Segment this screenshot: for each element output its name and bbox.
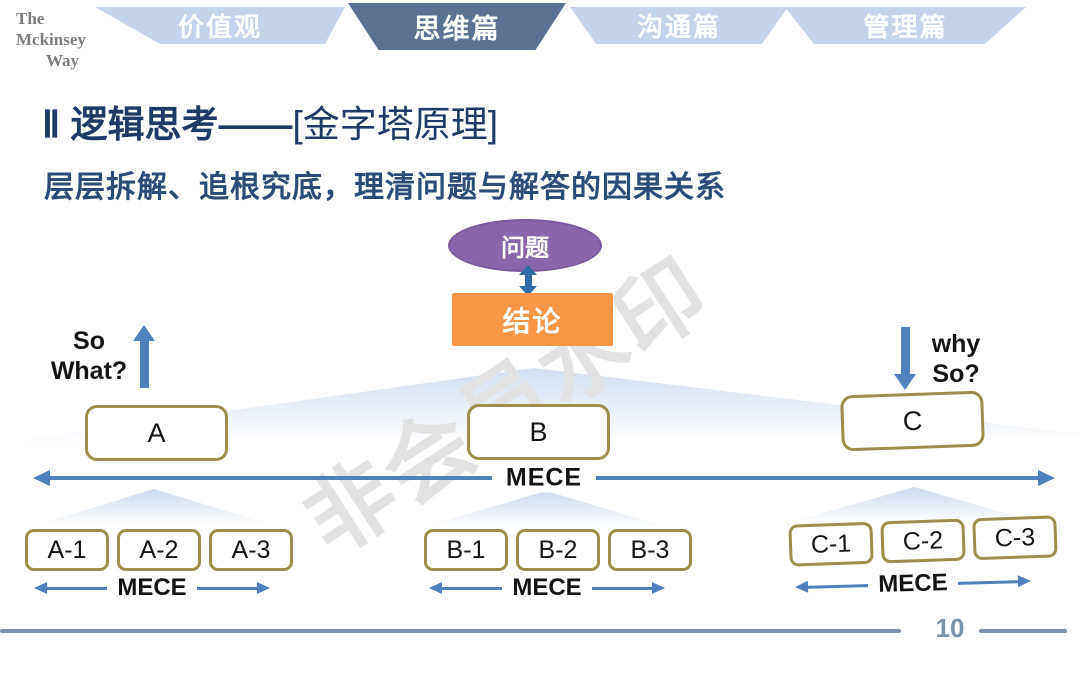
right-arrowhead-icon <box>1038 470 1055 486</box>
mece-c-left-arrow-icon <box>795 579 869 594</box>
why-so-down-arrow-icon <box>894 327 916 390</box>
mckinsey-way-logo: The Mckinsey Way <box>16 8 86 71</box>
tab-management[interactable]: 管理篇 <box>785 7 1026 44</box>
why-so-line2: So? <box>932 360 980 388</box>
mece-b-left-arrow-icon <box>429 582 503 594</box>
so-what-up-arrow-icon <box>133 325 155 388</box>
up-arrow-shaft <box>139 341 149 388</box>
mece-c-label: MECE <box>877 569 949 598</box>
box-b2-label: B-2 <box>538 535 578 564</box>
tab-values-label: 价值观 <box>177 12 262 42</box>
logo-line-3: Way <box>46 51 80 70</box>
pyramid-fan-b <box>421 491 671 528</box>
tab-thinking-label: 思维篇 <box>413 14 501 44</box>
page-title: Ⅱ 逻辑思考——[金字塔原理] <box>42 94 498 148</box>
mece-row-c: MECE <box>785 567 1042 602</box>
mece-row-a: MECE <box>28 574 276 602</box>
down-arrowhead-icon <box>894 374 916 390</box>
box-c2-label: C-2 <box>902 525 944 556</box>
tab-communication[interactable]: 沟通篇 <box>570 7 788 44</box>
box-a3: A-3 <box>209 529 293 571</box>
tab-communication-label: 沟通篇 <box>636 12 721 42</box>
tab-thinking-active[interactable]: 思维篇 <box>348 3 566 50</box>
mece-b-right-arrow-icon <box>591 582 665 594</box>
box-b: B <box>467 404 610 460</box>
mece-b-label: MECE <box>512 574 582 601</box>
box-a3-label: A-3 <box>231 535 271 564</box>
tab-values[interactable]: 价值观 <box>95 7 345 44</box>
page-title-main: Ⅱ 逻辑思考—— <box>42 104 293 145</box>
tab-management-label: 管理篇 <box>863 12 948 42</box>
group-a-boxes: A-1 A-2 A-3 <box>25 529 293 571</box>
box-b3: B-3 <box>608 529 692 571</box>
mece-row-b: MECE <box>421 574 673 602</box>
box-b1-label: B-1 <box>446 535 486 564</box>
arrow-shaft <box>524 275 532 286</box>
group-c-boxes: C-1 C-2 C-3 <box>788 515 1058 567</box>
so-what-label: So What? <box>43 326 135 386</box>
group-b-boxes: B-1 B-2 B-3 <box>424 529 692 571</box>
mece-main-arrow: MECE <box>33 463 1055 493</box>
box-c-label: C <box>902 405 923 436</box>
mece-a-left-arrow-icon <box>34 582 108 594</box>
up-arrowhead-icon <box>133 325 155 341</box>
conclusion-box: 结论 <box>452 293 613 346</box>
logo-line-1: The <box>16 9 45 28</box>
footer-divider-left <box>0 629 901 633</box>
pyramid-fan-a <box>33 489 275 526</box>
box-c1-label: C-1 <box>810 529 852 559</box>
box-c3-label: C-3 <box>994 522 1036 552</box>
box-b-label: B <box>529 416 548 447</box>
box-b2: B-2 <box>516 529 600 571</box>
page-subtitle: 层层拆解、追根究底，理清问题与解答的因果关系 <box>44 171 726 204</box>
conclusion-label: 结论 <box>502 305 563 337</box>
logo-line-2: Mckinsey <box>16 30 86 49</box>
page-title-bracket: [金字塔原理] <box>292 104 499 145</box>
box-a-label: A <box>147 417 166 448</box>
box-a1: A-1 <box>25 529 109 571</box>
mece-a-label: MECE <box>117 574 187 601</box>
box-c3: C-3 <box>972 515 1058 561</box>
box-b3-label: B-3 <box>630 535 670 564</box>
problem-conclusion-double-arrow-icon <box>519 265 537 296</box>
left-arrowhead-icon <box>33 470 50 486</box>
arrow-head-up-icon <box>519 265 537 275</box>
arrow-head-down-icon <box>519 286 537 296</box>
box-a2: A-2 <box>117 529 201 571</box>
box-a1-label: A-1 <box>47 535 87 564</box>
mece-main-label: MECE <box>491 463 597 493</box>
box-a: A <box>85 405 228 461</box>
box-c1: C-1 <box>788 521 874 567</box>
box-b1: B-1 <box>424 529 508 571</box>
so-what-line1: So <box>73 327 105 355</box>
why-so-label: why So? <box>920 329 992 389</box>
page-number: 10 <box>935 613 965 643</box>
problem-label: 问题 <box>501 235 549 262</box>
mece-a-right-arrow-icon <box>196 582 270 594</box>
footer-divider-right <box>979 629 1067 633</box>
mece-c-right-arrow-icon <box>957 574 1031 589</box>
down-arrow-shaft <box>900 327 910 374</box>
box-c: C <box>840 390 985 452</box>
box-c2: C-2 <box>880 518 966 564</box>
box-a2-label: A-2 <box>139 535 179 564</box>
so-what-line2: What? <box>50 357 128 385</box>
why-so-line1: why <box>931 330 981 358</box>
